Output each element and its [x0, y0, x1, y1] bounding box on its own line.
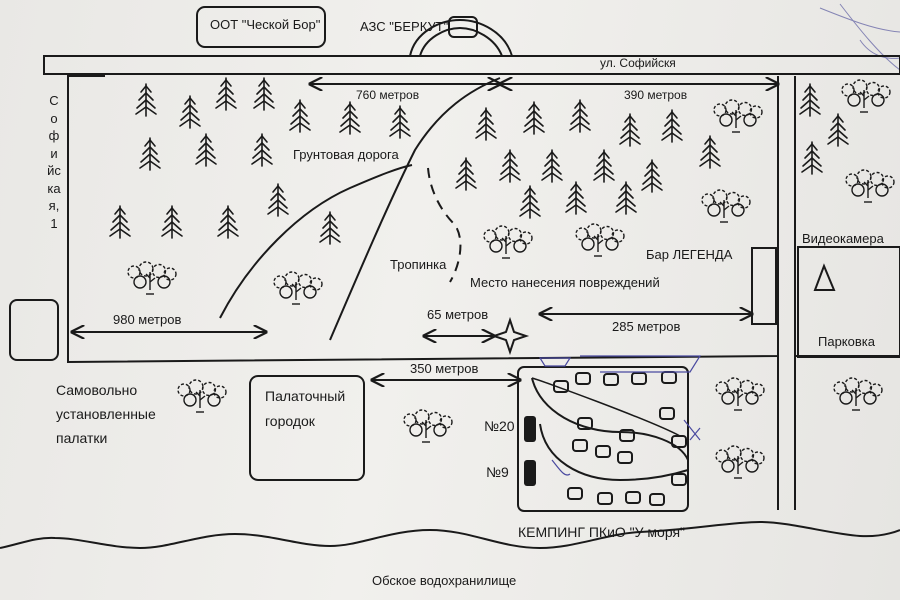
bar-label: Бар ЛЕГЕНДА [646, 247, 733, 262]
reservoir-label: Обское водохранилище [372, 573, 517, 588]
pen-marks [538, 355, 702, 476]
street-sofiyskaya-top [43, 55, 900, 75]
self-tents-label-1: Самовольно [56, 382, 138, 398]
dirt-road [219, 164, 413, 319]
bus-stop-label: ООТ "Ческой Бор" [210, 17, 321, 32]
parking-box [797, 246, 900, 358]
bar-legenda-building [751, 247, 777, 325]
distance-350-label: 350 метров [410, 361, 479, 376]
self-tents-label-2: установленные [56, 406, 156, 422]
tent-city-label-2: городок [265, 413, 315, 429]
site-9-label: №9 [486, 464, 509, 480]
dirt-road-label: Грунтовая дорога [293, 147, 399, 162]
injury-place-label: Место нанесения повреждений [470, 275, 660, 290]
trees [109, 77, 849, 245]
distance-285-label: 285 метров [612, 319, 681, 334]
pen-scribble [819, 3, 900, 71]
street-left-label: Софийская,1 [47, 93, 61, 231]
injury-star-marker [490, 316, 530, 356]
street-top-label: ул. Софийскя [600, 56, 676, 70]
distance-760-label: 760 метров [356, 88, 420, 102]
bus-stop-box [196, 6, 326, 48]
reservoir-shoreline [0, 520, 900, 550]
building-sofiyskaya-1 [9, 299, 59, 361]
gas-station-label: АЗС "БЕРКУТ" [360, 19, 449, 34]
parking-label: Парковка [818, 334, 875, 349]
tent-city-label-1: Палаточный [265, 388, 346, 404]
path-label: Тропинка [390, 257, 447, 272]
camping-label: КЕМПИНГ ПКиО "У моря" [518, 524, 686, 540]
distance-980-label: 980 метров [113, 312, 182, 327]
site-20-label: №20 [484, 418, 515, 434]
site-9-marker [524, 460, 536, 486]
site-20-marker [524, 416, 536, 442]
camping-area [517, 366, 689, 512]
self-tents-label-3: палатки [56, 430, 108, 446]
camera-triangle-icon [813, 263, 836, 291]
gas-station-symbol [409, 16, 513, 57]
distance-390-label: 390 метров [624, 88, 688, 102]
distance-65-label: 65 метров [427, 307, 489, 322]
tent-city-box [249, 375, 365, 481]
footpath-dashed [427, 167, 462, 283]
dirt-road-main [329, 77, 501, 341]
camera-label: Видеокамера [802, 231, 884, 246]
